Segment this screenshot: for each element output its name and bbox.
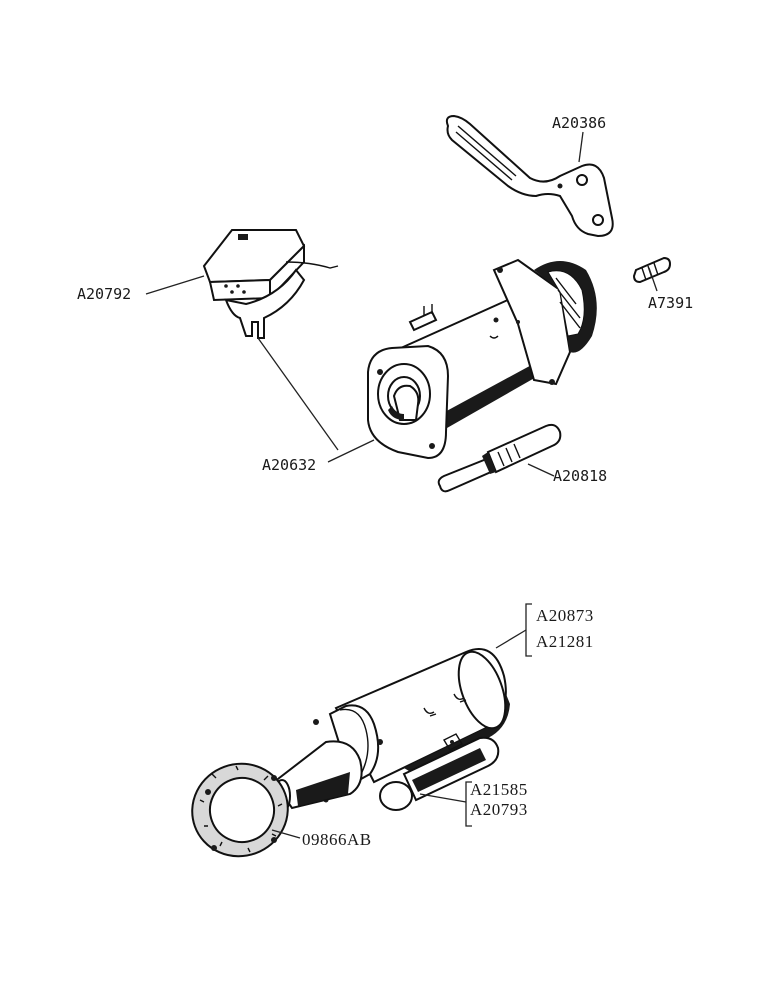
leader-generator-cutout (257, 337, 339, 451)
leader-starter (495, 629, 527, 649)
leader-bracket (578, 131, 584, 163)
leader-generator (327, 439, 375, 463)
label-starter-a: A20873 (536, 606, 594, 625)
starter-motor (272, 648, 510, 813)
label-generator: A20632 (262, 456, 316, 474)
bracket-starter (525, 603, 532, 657)
label-armature: A20818 (553, 467, 607, 485)
bracket-solenoid (465, 781, 472, 827)
label-cutout: A20792 (77, 285, 131, 303)
cutout-relay (202, 229, 339, 339)
adjusting-bracket (445, 114, 614, 238)
label-gasket: 09866AB (302, 830, 372, 849)
armature-shaft (437, 423, 562, 493)
leader-solenoid (419, 793, 467, 803)
label-solenoid-b: A20793 (470, 800, 528, 819)
label-starter-b: A21281 (536, 632, 594, 651)
generator (367, 258, 597, 460)
label-stud: A7391 (648, 294, 693, 312)
gasket (191, 762, 289, 858)
leader-armature (527, 463, 555, 477)
label-solenoid-a: A21585 (470, 780, 528, 799)
stud (632, 256, 672, 284)
label-bracket: A20386 (552, 114, 606, 132)
leader-gasket (271, 829, 301, 839)
leader-stud (648, 267, 658, 292)
leader-cutout (145, 275, 205, 295)
